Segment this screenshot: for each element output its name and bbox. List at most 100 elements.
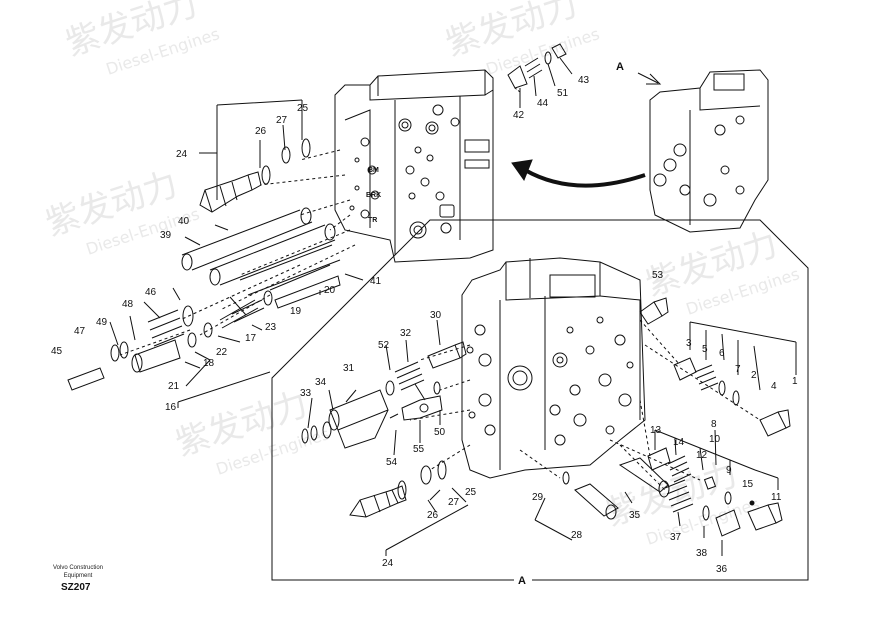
callout-25-detail: 25 [465,487,477,498]
callout-13: 13 [650,425,662,436]
callout-16: 16 [165,402,177,413]
callout-39: 39 [160,230,172,241]
callout-50: 50 [434,427,446,438]
callout-40: 40 [178,216,190,227]
detail-plug-24 [349,485,407,518]
callout-51: 51 [557,88,569,99]
detail-a-frame [271,219,809,581]
washer-18 [203,322,213,338]
callout-2: 2 [751,370,757,381]
ring-27 [281,146,291,164]
callout-11: 11 [771,492,782,503]
ring-49 [119,341,129,359]
callout-27-detail: 27 [448,497,460,508]
leader-lines-left [109,99,364,408]
callout-10: 10 [709,434,721,445]
detail-valve-body [461,257,646,479]
detail-center-parts [562,457,670,520]
callout-18: 18 [203,358,215,369]
callout-23: 23 [265,322,277,333]
marking-bm: BM [368,167,379,174]
callout-54: 54 [386,457,398,468]
top-fittings [507,43,573,108]
callout-34: 34 [315,377,327,388]
view-a-arrow [637,72,662,85]
view-label-a-top: A [616,61,624,73]
callout-29: 29 [532,492,544,503]
callout-53: 53 [652,270,664,281]
company-line-2: Equipment [63,573,93,579]
company-line-1: Volvo Construction [52,565,104,571]
callout-4: 4 [771,381,777,392]
callout-42: 42 [513,110,525,121]
plug-assembly-24 [199,171,262,213]
rod-45 [67,367,105,391]
drawing-code: SZ207 [61,582,91,593]
callout-36: 36 [716,564,728,575]
callout-8: 8 [711,419,717,430]
detail-o-ring-25 [437,460,447,480]
ring-47 [110,344,120,362]
detail-right-parts [639,297,791,537]
callout-14: 14 [673,437,685,448]
detail-left-parts [301,341,467,449]
callout-26-detail: 26 [427,510,439,521]
callout-20: 20 [324,285,336,296]
callout-25: 25 [297,103,309,114]
callout-35: 35 [629,510,641,521]
callout-52: 52 [378,340,390,351]
callout-28: 28 [571,530,583,541]
detail-ring-27 [420,465,432,485]
callout-30: 30 [430,310,442,321]
callout-27: 27 [276,115,288,126]
sleeve-21 [131,339,181,373]
callout-21: 21 [168,381,180,392]
main-valve-body [334,69,494,263]
company-credit: Volvo Construction Equipment [38,564,118,580]
callout-49: 49 [96,317,108,328]
callout-6: 6 [719,348,725,359]
callout-1: 1 [792,376,798,387]
callout-24-detail: 24 [382,558,394,569]
curved-pointer-arrow [511,159,646,188]
detail-o-ring-26 [397,480,407,500]
spools-39-40 [181,207,341,309]
callout-17: 17 [245,333,257,344]
inset-valve-view [649,69,769,233]
o-ring-25 [301,138,311,158]
callout-47: 47 [74,326,86,337]
callout-45: 45 [51,346,63,357]
marking-brk: BRK [366,192,381,199]
callout-12: 12 [696,450,708,461]
view-label-a-detail: A [518,575,526,587]
callout-33: 33 [300,388,312,399]
callout-3: 3 [686,338,692,349]
callout-46: 46 [145,287,157,298]
callout-31: 31 [343,363,355,374]
callout-44: 44 [537,98,549,109]
callout-15: 15 [742,479,754,490]
callout-43: 43 [578,75,590,86]
marking-tr: TR [368,217,377,224]
callout-37: 37 [670,532,682,543]
callout-9: 9 [726,465,732,476]
callout-55: 55 [413,444,425,455]
callout-26: 26 [255,126,267,137]
washer-22 [187,332,197,348]
callout-48: 48 [122,299,134,310]
callout-22: 22 [216,347,228,358]
callout-24: 24 [176,149,188,160]
callout-32: 32 [400,328,412,339]
leader-guides-left [119,149,356,356]
callout-19: 19 [290,306,302,317]
callout-7: 7 [735,364,741,375]
callout-38: 38 [696,548,708,559]
leader-lines-detail [307,319,797,556]
callout-5: 5 [702,344,708,355]
callout-41: 41 [370,276,382,287]
detail-label-backdrop [514,571,532,587]
